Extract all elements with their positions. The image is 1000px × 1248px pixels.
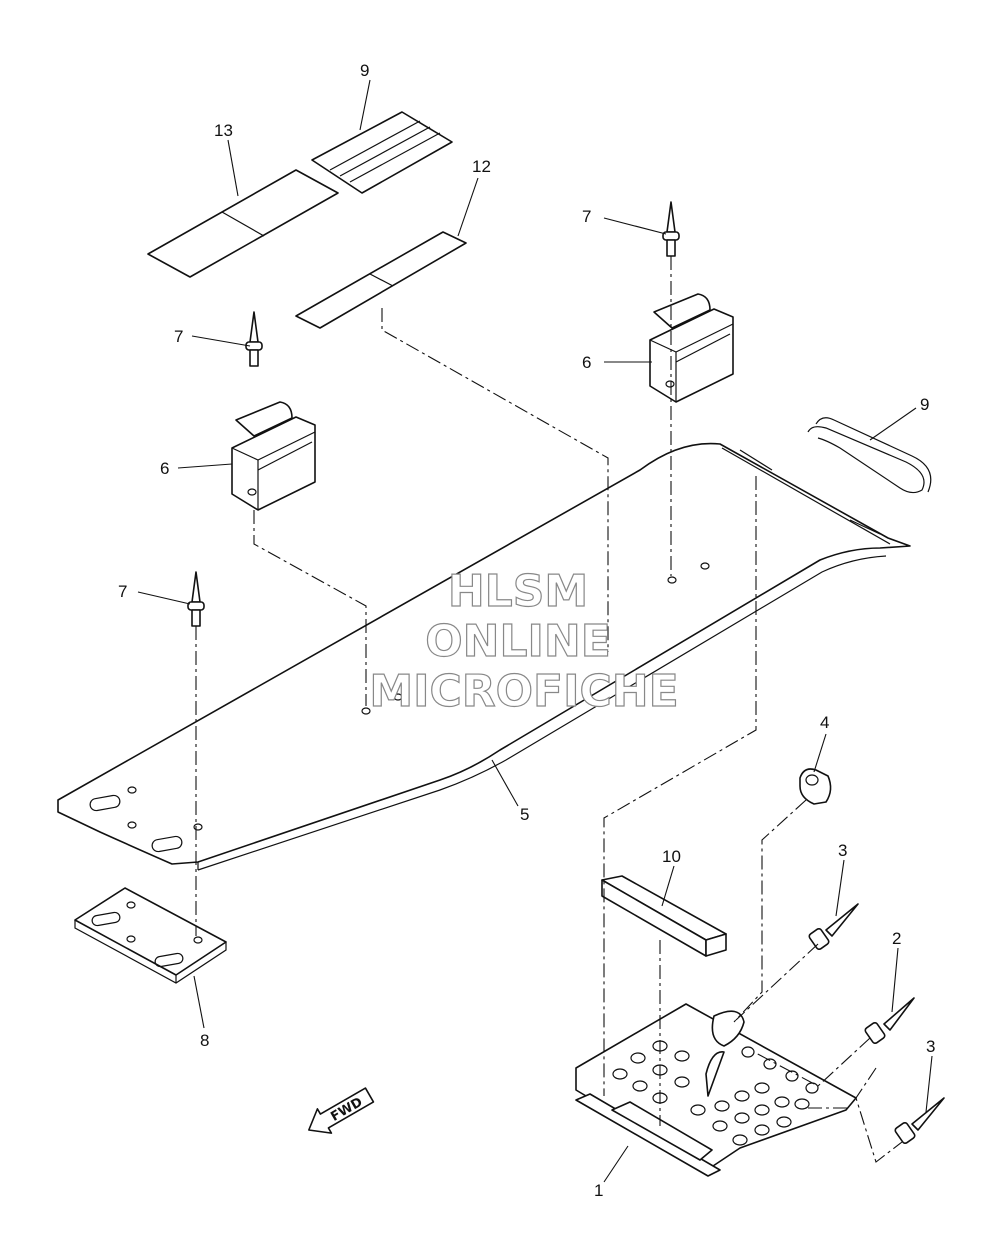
leaders <box>137 79 933 1183</box>
assembly-lines <box>195 256 903 1163</box>
wire-9 <box>807 417 932 494</box>
callout-6-right: 6 <box>582 353 591 372</box>
watermark: HLSM ONLINE MICROFICHE <box>369 565 680 717</box>
rivet-3-lower <box>894 1097 945 1145</box>
callout-7-right: 7 <box>582 207 591 226</box>
callout-7-left: 7 <box>174 327 183 346</box>
nut-4 <box>799 768 832 805</box>
plate-8 <box>74 887 227 984</box>
rivet-7-left <box>245 311 263 367</box>
runner-plate-5 <box>57 442 911 871</box>
callout-10: 10 <box>662 847 681 866</box>
callout-8: 8 <box>200 1031 209 1050</box>
rivet-7-right <box>662 201 680 257</box>
callout-6-left: 6 <box>160 459 169 478</box>
callout-labels: 9 13 12 7 7 6 9 6 7 4 5 10 3 2 8 3 1 <box>118 61 935 1200</box>
callout-12: 12 <box>472 157 491 176</box>
callout-1: 1 <box>594 1181 603 1200</box>
fwd-arrow: FWD <box>308 1087 375 1134</box>
rivet-3-upper <box>808 903 859 951</box>
skid-plate-1 <box>575 1003 857 1177</box>
watermark-line1: HLSM <box>448 566 588 617</box>
clip-6-left <box>231 401 316 511</box>
clip-6-right <box>649 293 734 403</box>
callout-5: 5 <box>520 805 529 824</box>
rivet-2 <box>864 997 915 1045</box>
block-10 <box>601 875 727 957</box>
callout-2: 2 <box>892 929 901 948</box>
watermark-line3: MICROFICHE <box>369 666 678 717</box>
callout-9: 9 <box>920 395 929 414</box>
callout-3-lower: 3 <box>926 1037 935 1056</box>
rivet-7-lower <box>187 571 205 627</box>
watermark-line2: ONLINE <box>425 616 611 667</box>
decal-11 <box>311 111 453 194</box>
callout-7-lower: 7 <box>118 582 127 601</box>
decal-12 <box>295 231 467 329</box>
decal-13 <box>147 169 339 278</box>
callout-13: 13 <box>214 121 233 140</box>
callout-11: 9 <box>360 61 369 80</box>
callout-3-upper: 3 <box>838 841 847 860</box>
callout-4: 4 <box>820 713 829 732</box>
